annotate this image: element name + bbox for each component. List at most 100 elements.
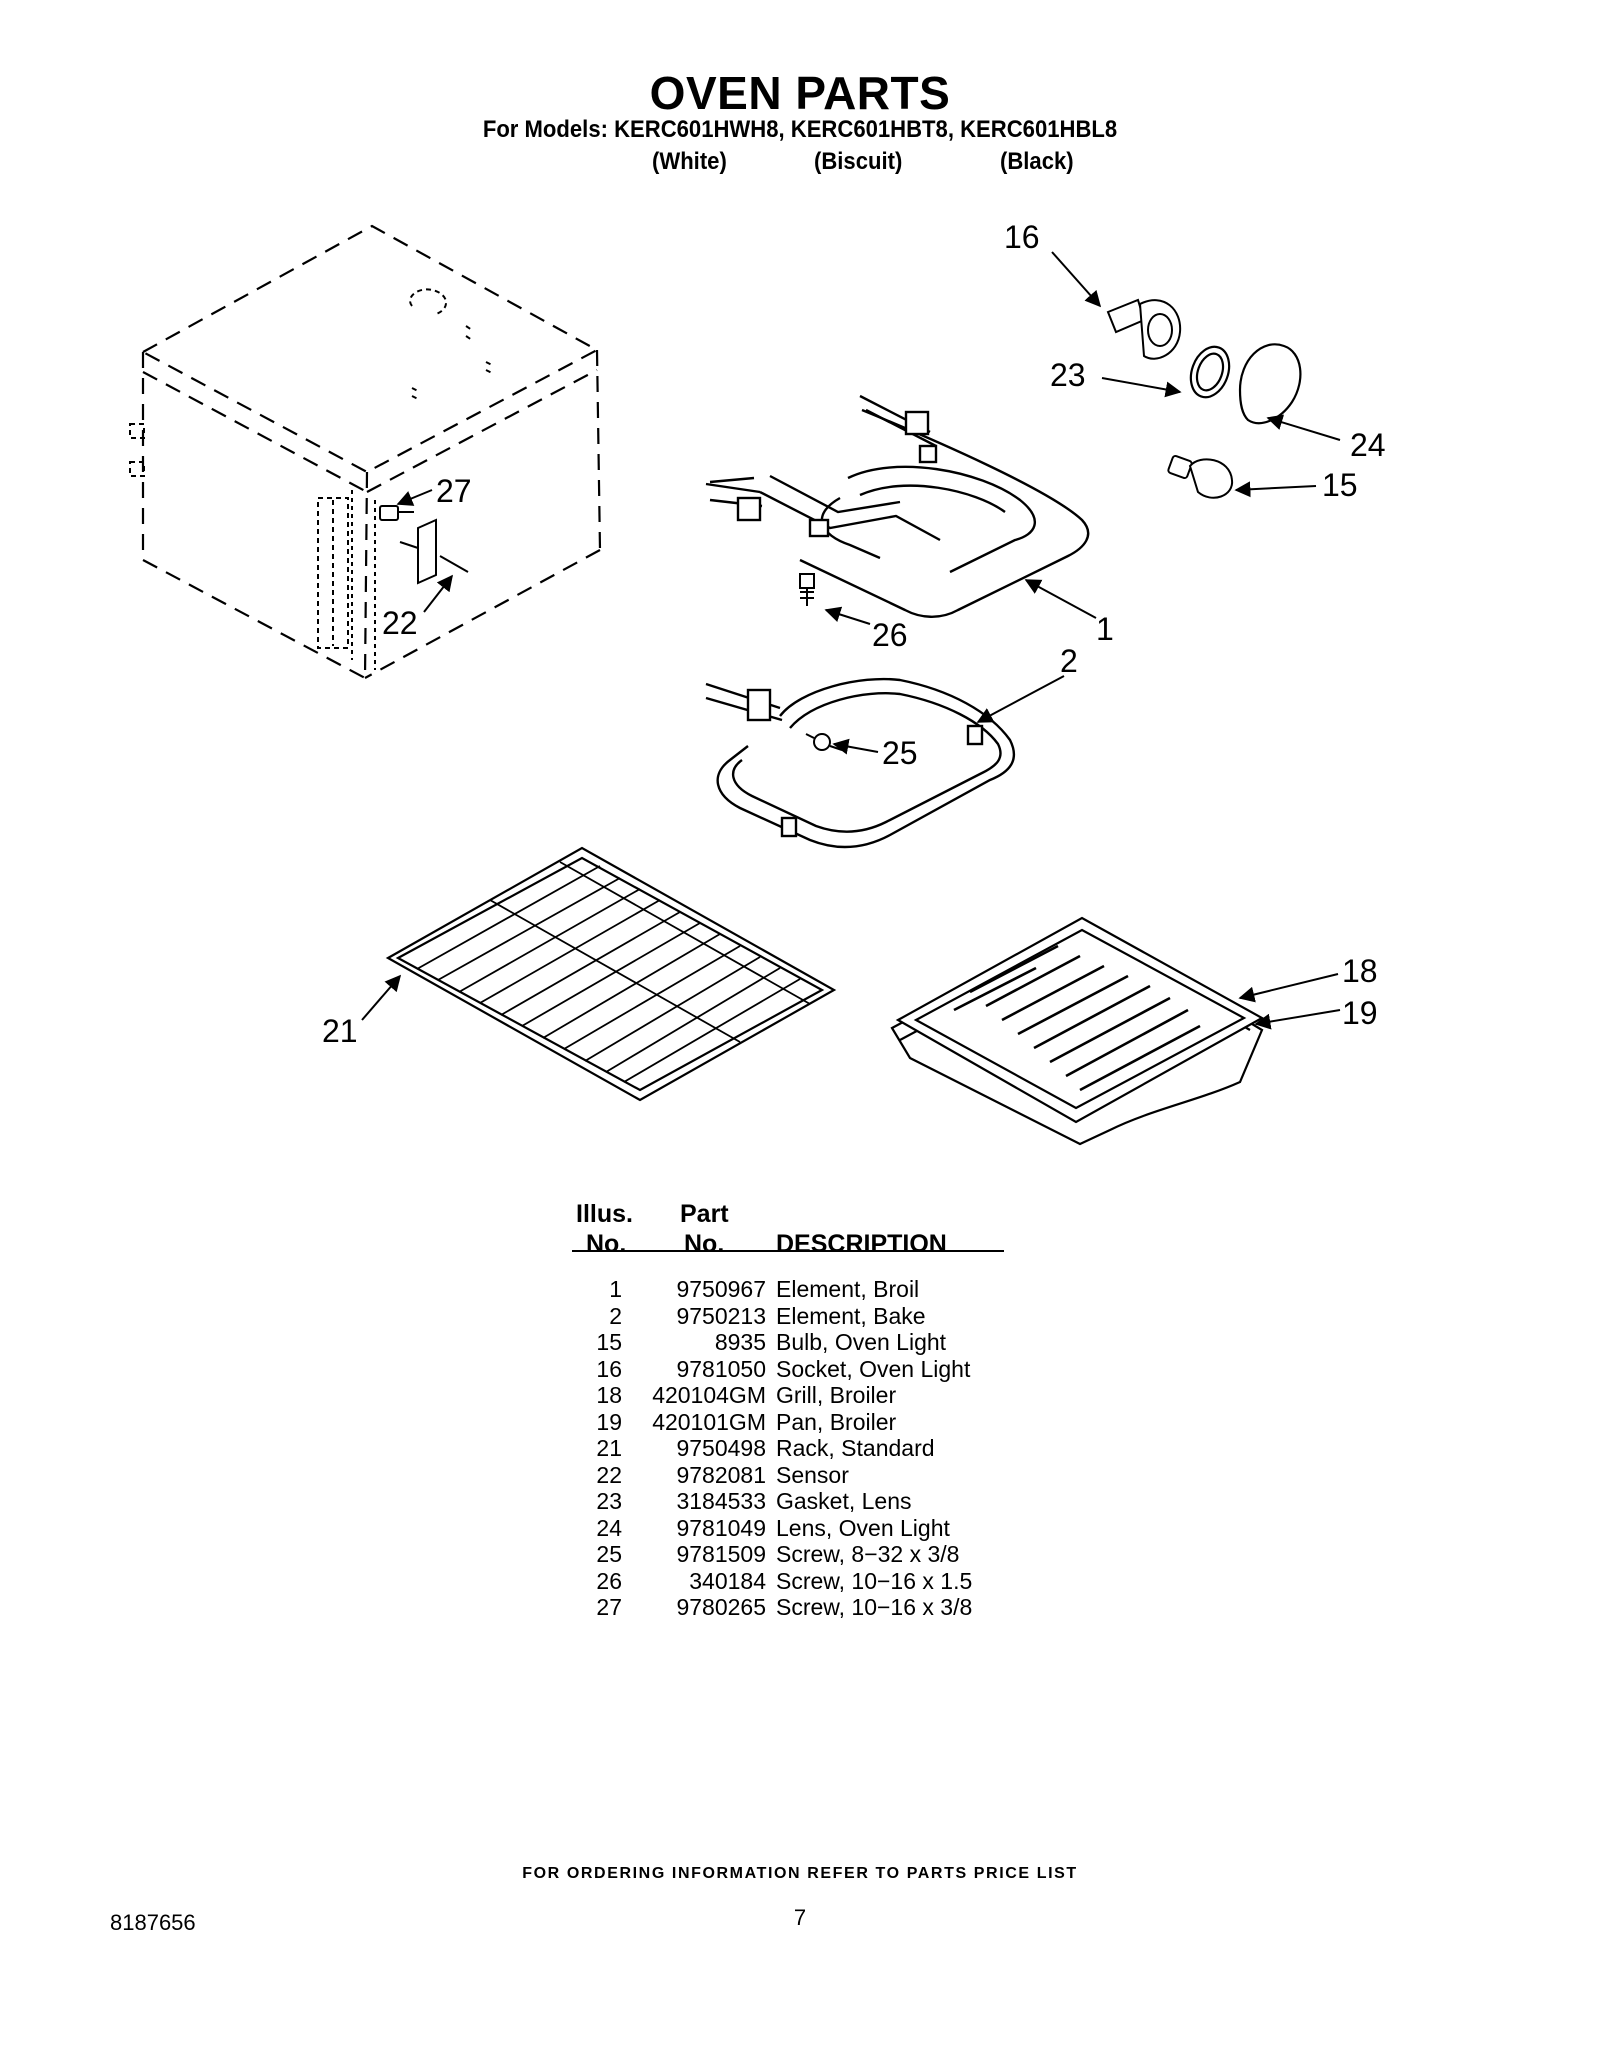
part-number: 340184 — [689, 1567, 766, 1594]
part-description: Sensor — [776, 1461, 849, 1488]
part-number: 3184533 — [676, 1488, 766, 1514]
illus-number: 18 — [596, 1382, 622, 1408]
part-number: 9780265 — [676, 1594, 766, 1620]
part-description: Element, Broil — [776, 1276, 920, 1302]
part-description: Element, Bake — [776, 1302, 926, 1329]
callout-2: 2 — [1060, 643, 1078, 679]
color-black: (Black) — [1000, 148, 1074, 175]
part-description: Screw, 8−32 x 3/8 — [776, 1541, 960, 1567]
illus-number: 15 — [596, 1329, 622, 1355]
part-number: 9781050 — [676, 1355, 766, 1382]
exploded-parts-diagram: 16 23 24 15 27 22 26 1 2 25 18 19 21 — [129, 219, 1386, 1146]
table-row: 19 420101GM Pan, Broiler — [572, 1409, 1012, 1436]
illus-number: 22 — [596, 1461, 622, 1488]
illus-number: 24 — [596, 1514, 622, 1541]
sensor-part — [399, 518, 469, 585]
table-row: 16 9781050 Socket, Oven Light — [572, 1356, 1012, 1383]
table-row: 27 9780265 Screw, 10−16 x 3/8 — [572, 1594, 1012, 1621]
illus-number: 21 — [596, 1435, 622, 1461]
part-number: 9781049 — [676, 1514, 766, 1541]
header-rule — [572, 1250, 1004, 1252]
part-number: 9781509 — [676, 1541, 766, 1567]
callout-1: 1 — [1096, 611, 1114, 647]
part-number: 8935 — [714, 1329, 766, 1355]
table-row: 22 9782081 Sensor — [572, 1462, 1012, 1489]
part-number: 9782081 — [676, 1461, 766, 1488]
part-number: 9750967 — [676, 1276, 766, 1302]
callout-18: 18 — [1342, 953, 1378, 989]
oven-rack-part — [385, 846, 837, 1102]
part-description: Rack, Standard — [776, 1435, 935, 1461]
table-row: 23 3184533 Gasket, Lens — [572, 1488, 1012, 1515]
callout-19: 19 — [1342, 995, 1378, 1031]
oven-light-bulb-part — [1167, 454, 1234, 499]
page-number: 7 — [793, 1905, 807, 1930]
parts-table-header: Illus. No. Part No. DESCRIPTION — [572, 1170, 1012, 1258]
bake-element-part — [705, 677, 1016, 849]
part-description: Gasket, Lens — [776, 1488, 912, 1514]
header-illus: Illus. — [576, 1200, 633, 1228]
lens-gasket-part — [1189, 345, 1231, 399]
table-row: 1 9750967 Element, Broil — [572, 1276, 1012, 1303]
oven-cavity-outline — [141, 224, 602, 679]
illus-number: 1 — [609, 1276, 622, 1302]
illus-number: 2 — [609, 1302, 622, 1329]
callout-23: 23 — [1050, 357, 1086, 393]
part-number: 9750498 — [676, 1435, 766, 1461]
bake-screw-part — [805, 733, 843, 751]
table-row: 15 8935 Bulb, Oven Light — [572, 1329, 1012, 1356]
callout-15: 15 — [1322, 467, 1358, 503]
part-description: Lens, Oven Light — [776, 1514, 950, 1541]
oven-light-lens-part — [1238, 343, 1302, 425]
illus-number: 23 — [596, 1488, 622, 1514]
part-description: Socket, Oven Light — [776, 1355, 971, 1382]
part-description: Bulb, Oven Light — [776, 1329, 947, 1355]
model-list: For Models: KERC601HWH8, KERC601HBT8, KE… — [482, 116, 1118, 143]
illus-number: 25 — [596, 1541, 622, 1567]
broiler-grill-part — [895, 916, 1265, 1124]
part-description: Pan, Broiler — [776, 1408, 897, 1435]
callout-leaders — [361, 251, 1341, 1030]
table-row: 2 9750213 Element, Bake — [572, 1303, 1012, 1330]
sensor-screw-part — [379, 505, 414, 521]
callout-27: 27 — [436, 473, 472, 509]
callout-21: 21 — [322, 1013, 358, 1049]
ordering-note: FOR ORDERING INFORMATION REFER TO PARTS … — [522, 1865, 1078, 1882]
callout-26: 26 — [872, 617, 908, 653]
table-row: 18 420104GM Grill, Broiler — [572, 1382, 1012, 1409]
callout-25: 25 — [882, 735, 918, 771]
light-socket-part — [1106, 298, 1182, 360]
part-description: Screw, 10−16 x 1.5 — [776, 1567, 973, 1594]
parts-table-rows: 1 9750967 Element, Broil 2 9750213 Element, … — [572, 1276, 1012, 1621]
broil-element-part — [705, 394, 1090, 618]
callout-22: 22 — [382, 605, 418, 641]
table-row: 26 340184 Screw, 10−16 x 1.5 — [572, 1568, 1012, 1595]
header-illus-no: No. — [586, 1230, 627, 1258]
illus-number: 19 — [596, 1408, 622, 1435]
broil-screw-part — [799, 573, 815, 606]
table-row: 24 9781049 Lens, Oven Light — [572, 1515, 1012, 1542]
part-number: 420104GM — [652, 1382, 766, 1408]
header-part-no: No. — [684, 1230, 725, 1258]
oven-cavity-vents — [351, 490, 376, 670]
illus-number: 27 — [596, 1594, 622, 1620]
color-biscuit: (Biscuit) — [814, 148, 903, 175]
header-description: DESCRIPTION — [776, 1230, 947, 1258]
color-white: (White) — [652, 148, 727, 175]
header-part: Part — [680, 1200, 729, 1228]
page-title: OVEN PARTS — [649, 67, 951, 119]
illus-number: 26 — [596, 1567, 622, 1594]
parts-table: Illus. No. Part No. DESCRIPTION 1 9750967… — [572, 1170, 1012, 1620]
part-description: Grill, Broiler — [776, 1382, 897, 1408]
callout-16: 16 — [1004, 219, 1040, 255]
illus-number: 16 — [596, 1355, 622, 1382]
table-row: 25 9781509 Screw, 8−32 x 3/8 — [572, 1541, 1012, 1568]
part-number: 9750213 — [676, 1302, 766, 1329]
part-number: 420101GM — [652, 1408, 766, 1435]
document-number: 8187656 — [110, 1910, 196, 1935]
oven-cavity-details — [129, 288, 495, 649]
callout-24: 24 — [1350, 427, 1386, 463]
part-description: Screw, 10−16 x 3/8 — [776, 1594, 973, 1620]
table-row: 21 9750498 Rack, Standard — [572, 1435, 1012, 1462]
